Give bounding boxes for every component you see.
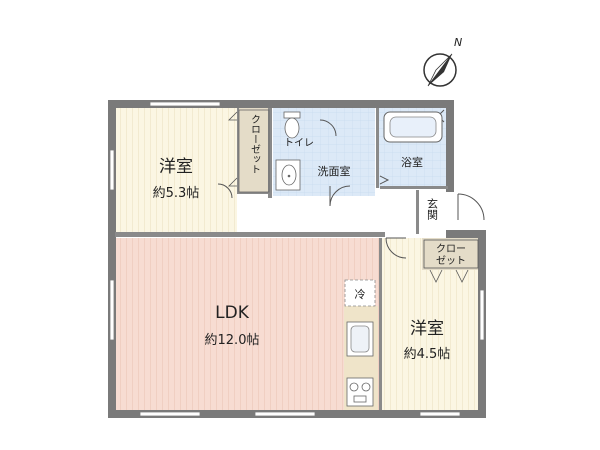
sink-icon <box>346 321 374 357</box>
doors <box>217 109 485 259</box>
western-room-1-area: 約5.3帖 <box>153 186 200 201</box>
closet-2-name-line2: ゼット <box>436 255 466 267</box>
fridge-label: 冷 <box>355 288 366 301</box>
entrance-name: 玄関 <box>426 197 439 220</box>
entrance-floor <box>418 190 448 234</box>
western-room-2-area: 約4.5帖 <box>404 347 451 362</box>
hall-floor <box>272 196 376 236</box>
windows <box>109 101 485 417</box>
washroom-floor <box>313 108 375 206</box>
washroom-name: 洗面室 <box>318 164 351 178</box>
closet-2-floor <box>422 238 480 270</box>
ldk-name: LDK <box>215 303 250 323</box>
toilet-name: トイレ <box>284 138 314 149</box>
inner-walls <box>115 108 448 410</box>
western-room-1-name: 洋室 <box>159 157 193 177</box>
ldk-area: 約12.0帖 <box>205 333 260 348</box>
closet-1-name: クローゼット <box>249 114 261 174</box>
closet-2-doors <box>423 239 479 283</box>
wash-basin-icon <box>275 159 301 191</box>
western-room-1-floor <box>115 108 237 232</box>
bathtub-icon <box>383 111 443 143</box>
compass-icon <box>423 53 457 87</box>
closet-2-name-line1: クロー <box>436 243 466 255</box>
closet-1-doors <box>228 109 270 193</box>
ldk-floor <box>115 238 379 410</box>
toilet-icon <box>283 111 301 139</box>
closet-1-floor <box>237 108 271 194</box>
stove-icon <box>346 377 374 407</box>
western-room-2-name: 洋室 <box>410 319 444 339</box>
fridge-space <box>344 279 376 307</box>
compass-label: N <box>454 36 462 49</box>
bathroom-name: 浴室 <box>401 155 423 169</box>
